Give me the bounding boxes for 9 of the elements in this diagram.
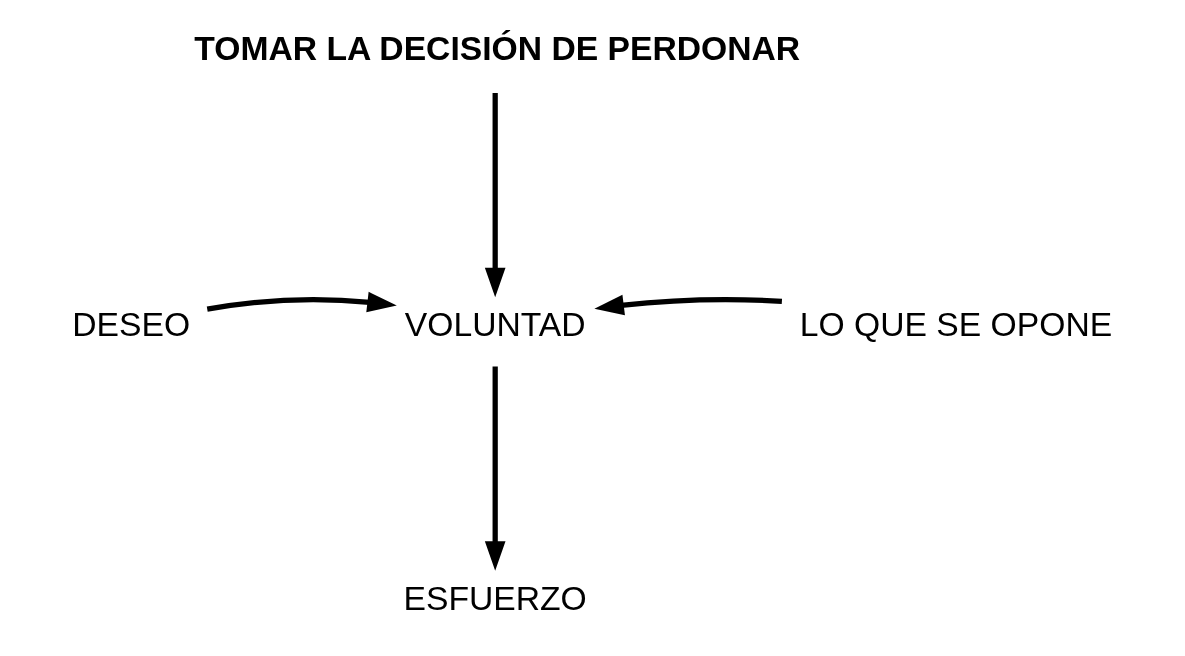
node-text: VOLUNTAD xyxy=(404,306,586,343)
node-text: TOMAR LA DECISIÓN DE PERDONAR xyxy=(194,30,801,68)
node-text: ESFUERZO xyxy=(403,579,587,617)
node-text: DESEO xyxy=(72,306,191,343)
arrow xyxy=(484,366,506,571)
arrow xyxy=(594,294,783,316)
arrow xyxy=(484,92,506,298)
node-text: LO QUE SE OPONE xyxy=(799,306,1113,343)
arrow xyxy=(206,291,397,313)
